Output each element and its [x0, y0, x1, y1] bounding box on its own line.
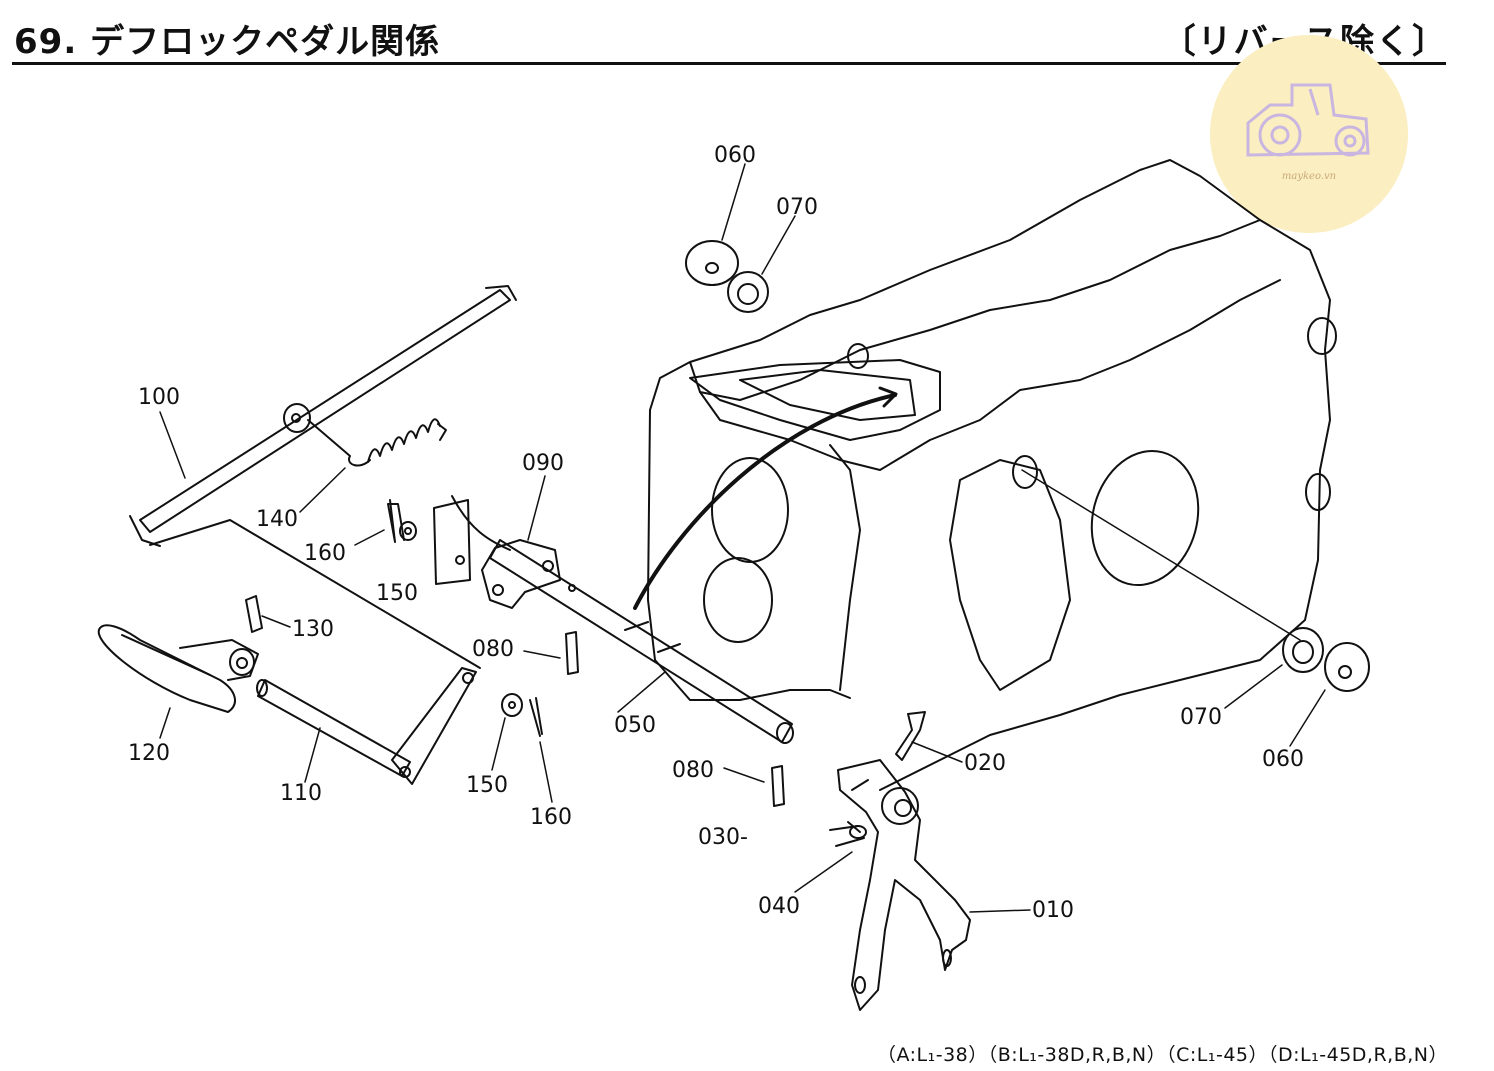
label-120: 120 [128, 741, 170, 766]
label-150-upper: 150 [376, 581, 418, 606]
part-130-set-screw [245, 595, 263, 633]
label-160-lower: 160 [530, 805, 572, 830]
part-010-shift-fork [837, 759, 971, 1011]
part-140-spring [307, 418, 447, 467]
part-120-pedal [97, 624, 259, 713]
part-020-bolt [895, 711, 926, 761]
label-160-upper: 160 [304, 541, 346, 566]
part-060-washer [685, 240, 739, 286]
label-030: 030- [698, 825, 748, 850]
label-010: 010 [1032, 898, 1074, 923]
part-160-cotter-pin-lower [529, 697, 543, 737]
part-070-bearing-lower [1282, 627, 1324, 673]
transmission-housing [647, 159, 1337, 791]
label-130: 130 [292, 617, 334, 642]
part-110-shaft [256, 667, 477, 785]
label-070-lower: 070 [1180, 705, 1222, 730]
label-150-lower: 150 [466, 773, 508, 798]
part-050-shaft [489, 539, 794, 744]
label-040: 040 [758, 894, 800, 919]
part-060-washer-lower [1324, 642, 1370, 692]
tractor-icon [1246, 83, 1370, 157]
label-070-upper: 070 [776, 195, 818, 220]
part-150-washer [399, 521, 417, 541]
label-110: 110 [280, 781, 322, 806]
part-070-bearing [727, 271, 769, 313]
label-060-upper: 060 [714, 143, 756, 168]
part-100-rod [129, 285, 517, 669]
part-080-pin-lower [771, 765, 785, 807]
part-080-pin-upper [565, 631, 579, 675]
part-030-washer [849, 825, 867, 839]
part-150-washer-lower [501, 693, 523, 717]
title-rule [12, 62, 1446, 65]
label-080-upper: 080 [472, 637, 514, 662]
label-080-lower: 080 [672, 758, 714, 783]
label-020: 020 [964, 751, 1006, 776]
assembly-arrow [633, 393, 897, 610]
part-160-cotter-pin [387, 499, 405, 543]
label-090: 090 [522, 451, 564, 476]
label-050: 050 [614, 713, 656, 738]
watermark-text: maykeo.vn [1281, 171, 1337, 182]
page-title: 69. デフロックペダル関係 [14, 22, 441, 62]
label-140: 140 [256, 507, 298, 532]
model-applicability-note: （A:L₁-38）（B:L₁-38D,R,B,N）（C:L₁-45）（D:L₁-… [876, 1044, 1448, 1066]
label-060-lower: 060 [1262, 747, 1304, 772]
watermark-logo: maykeo.vn [1210, 35, 1408, 233]
label-100: 100 [138, 385, 180, 410]
